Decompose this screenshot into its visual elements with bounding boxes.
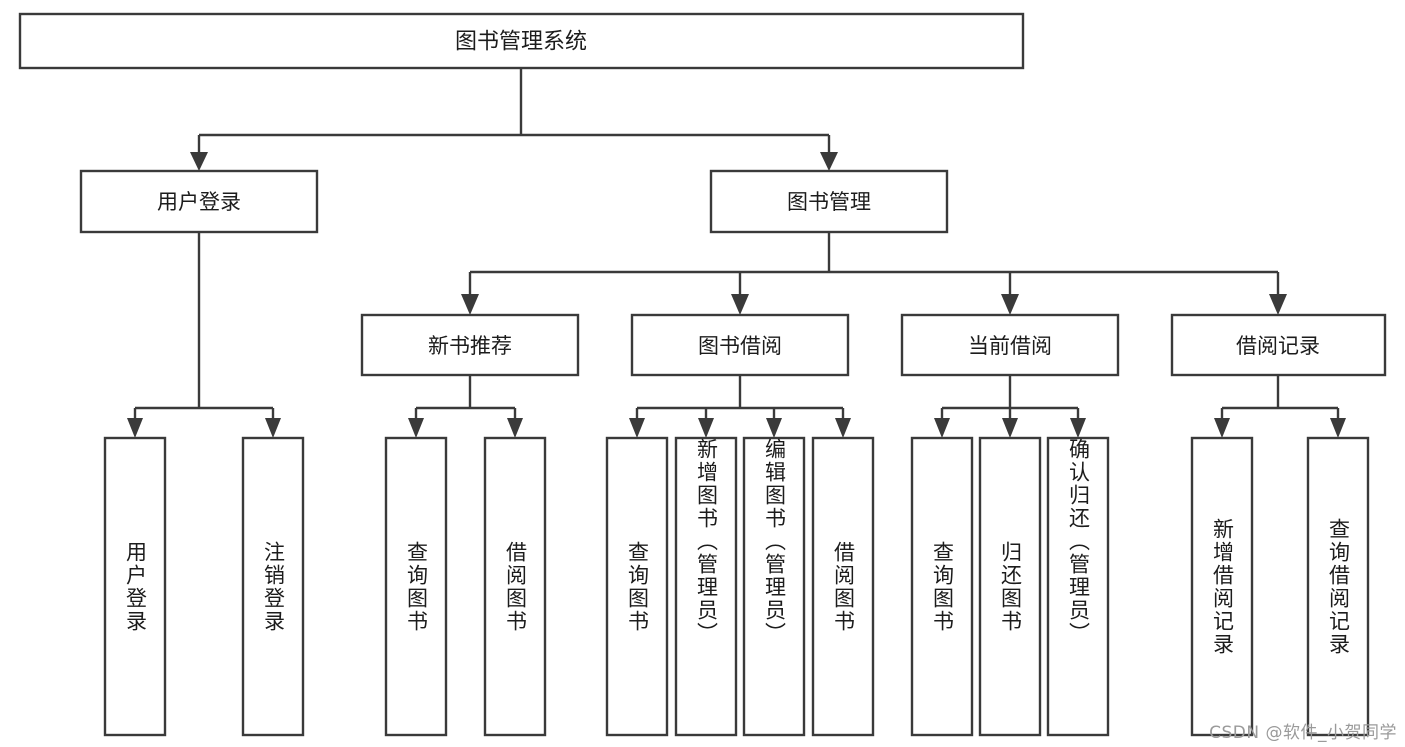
node-current-borrow-box [900,313,1120,377]
arrow-head-icon [507,418,523,438]
arrow-head-icon [265,418,281,438]
arrow-head-icon [461,294,479,315]
arrow-head-icon [835,418,851,438]
leaf-box-return-book[interactable] [978,436,1042,737]
watermark-text: CSDN @软件_小贺同学 [1209,723,1397,743]
node-current-borrow[interactable]: 当前借阅 [900,313,1120,377]
node-user-login[interactable]: 用户登录 [79,169,319,234]
arrow-head-icon [1214,418,1230,438]
node-book-borrow-label: 图书借阅 [698,334,782,358]
node-book-manage-box [709,169,949,234]
arrow-head-icon [1330,418,1346,438]
node-current-borrow-label: 当前借阅 [968,334,1052,358]
leaf-box-add-borrow-record[interactable] [1190,436,1254,737]
arrow-head-icon [1269,294,1287,315]
arrow-head-icon [731,294,749,315]
node-book-borrow[interactable]: 图书借阅 [630,313,850,377]
arrow-head-icon [127,418,143,438]
leaf-box-query-borrow-record[interactable] [1306,436,1370,737]
node-root-box [18,12,1025,70]
arrow-head-icon [1001,294,1019,315]
node-root[interactable]: 图书管理系统 [18,12,1025,70]
arrow-head-icon [820,152,838,171]
node-new-book-rec-box [360,313,580,377]
arrow-head-icon [1002,418,1018,438]
arrow-head-icon [190,152,208,171]
node-root-label: 图书管理系统 [455,30,587,55]
leaf-box-confirm-return-admin[interactable] [1046,436,1110,737]
leaf-box-borrow-book-2[interactable] [811,436,875,737]
leaf-box-layer [103,436,1370,737]
connector-layer [127,68,1346,438]
leaf-box-query-book-3[interactable] [910,436,974,737]
node-book-manage[interactable]: 图书管理 [709,169,949,234]
leaf-box-user-login[interactable] [103,436,167,737]
leaf-box-query-book-2[interactable] [605,436,669,737]
leaf-box-edit-book-admin[interactable] [742,436,806,737]
node-borrow-record[interactable]: 借阅记录 [1170,313,1387,377]
node-book-manage-label: 图书管理 [787,190,871,214]
arrow-head-icon [766,418,782,438]
node-new-book-rec-label: 新书推荐 [428,334,512,358]
arrow-head-icon [698,418,714,438]
leaf-box-logout-login[interactable] [241,436,305,737]
node-book-borrow-box [630,313,850,377]
arrow-head-icon [934,418,950,438]
leaf-box-query-book-1[interactable] [384,436,448,737]
node-new-book-rec[interactable]: 新书推荐 [360,313,580,377]
leaf-box-add-book-admin[interactable] [674,436,738,737]
node-borrow-record-label: 借阅记录 [1236,334,1320,358]
arrow-head-icon [629,418,645,438]
arrow-head-icon [1070,418,1086,438]
node-borrow-record-box [1170,313,1387,377]
leaf-box-borrow-book-1[interactable] [483,436,547,737]
arrow-head-icon [408,418,424,438]
node-user-login-box [79,169,319,234]
node-user-login-label: 用户登录 [157,190,241,214]
